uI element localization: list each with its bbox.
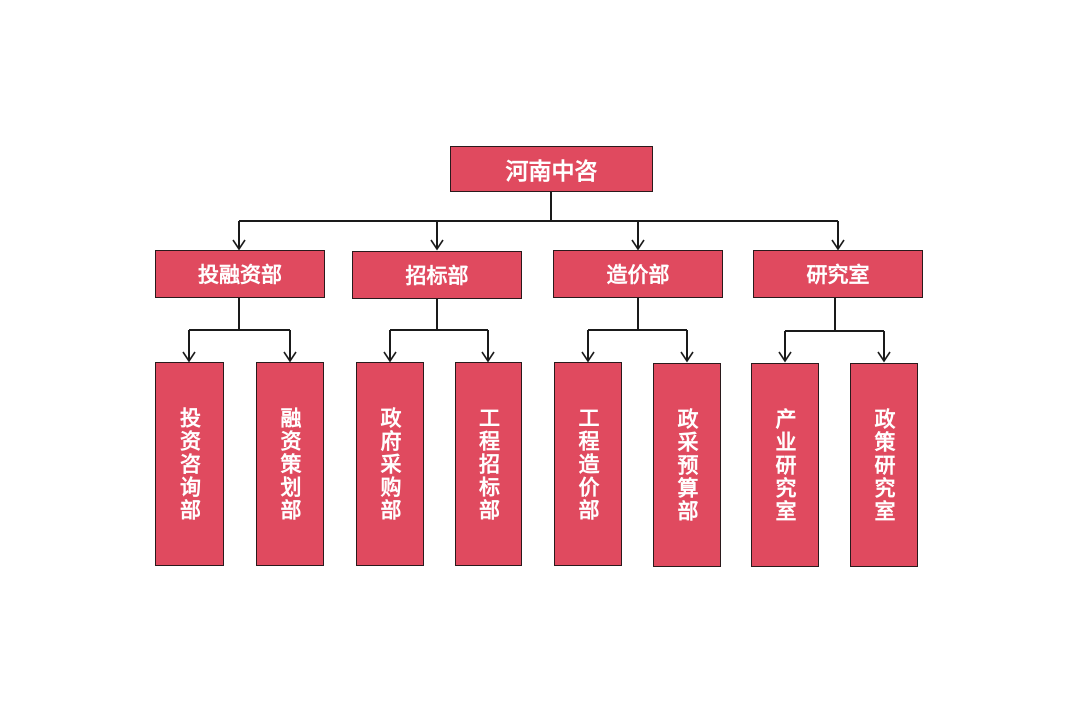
dept-node-3: 研究室 xyxy=(753,250,923,298)
sub-node-3-0: 产业研究室 xyxy=(751,363,819,567)
dept-node-1: 招标部 xyxy=(352,251,522,299)
dept-node-0: 投融资部 xyxy=(155,250,325,298)
sub-node-3-1: 政策研究室 xyxy=(850,363,918,567)
sub-node-0-1: 融资策划部 xyxy=(256,362,324,566)
sub-node-2-1: 政采预算部 xyxy=(653,363,721,567)
dept-node-2: 造价部 xyxy=(553,250,723,298)
root-node: 河南中咨 xyxy=(450,146,653,192)
sub-node-1-0: 政府采购部 xyxy=(356,362,424,566)
sub-node-2-0: 工程造价部 xyxy=(554,362,622,566)
sub-node-1-1: 工程招标部 xyxy=(455,362,522,566)
sub-node-0-0: 投资咨询部 xyxy=(155,362,224,566)
